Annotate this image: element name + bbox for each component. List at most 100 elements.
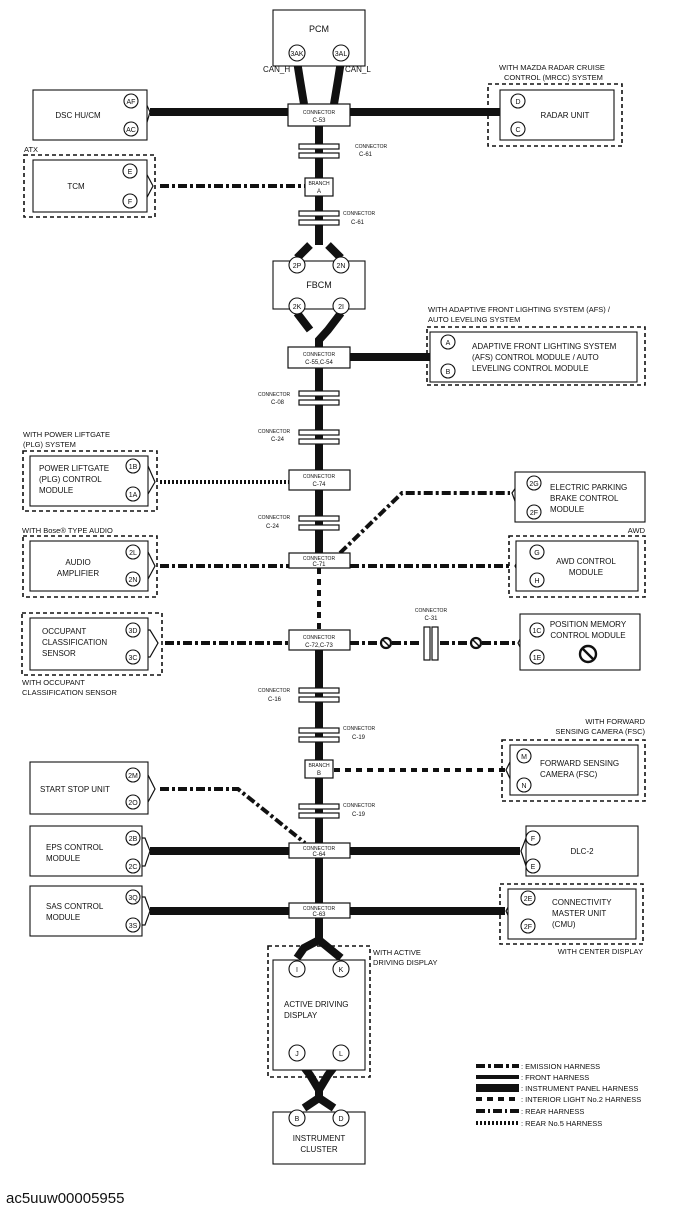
pin-ssu-2: 2O <box>125 794 141 810</box>
pin-tcm-2: F <box>122 193 138 209</box>
pin-sas-1: 3Q <box>125 889 141 905</box>
pin-pcm-2: 3AL <box>332 44 350 62</box>
wire-add-top-2 <box>316 936 344 962</box>
svg-text:J: J <box>295 1051 299 1058</box>
pin-pmem-1: 1C <box>529 622 545 638</box>
module-eps: EPS CONTROL MODULE <box>29 825 143 877</box>
svg-text:CLUSTER: CLUSTER <box>300 1145 338 1154</box>
pin-add-3: J <box>288 1044 306 1062</box>
wire-fbcm-top <box>294 242 344 261</box>
svg-text:SENSOR: SENSOR <box>42 649 76 658</box>
connector-c63: CONNECTOR C-63 <box>288 902 351 919</box>
svg-text:C-24: C-24 <box>266 524 280 530</box>
optional-afs-frame <box>426 326 646 386</box>
pin-fsc-2: N <box>516 777 532 793</box>
pin-afs-2: B <box>440 363 456 379</box>
legend-rear5: : REAR No.5 HARNESS <box>521 1119 602 1128</box>
svg-text:2M: 2M <box>128 773 138 780</box>
condition-ocs-line2: CLASSIFICATION SENSOR <box>22 688 117 697</box>
connector-c31: CONNECTOR C-31 <box>415 608 447 661</box>
svg-text:B: B <box>446 369 451 376</box>
pin-plg-1: 1B <box>125 458 141 474</box>
pin-cluster-1: B <box>288 1109 306 1127</box>
wire-cluster <box>301 1090 337 1112</box>
pin-awd-2: H <box>529 572 545 588</box>
svg-text:MODULE: MODULE <box>46 913 80 922</box>
condition-fsc-line2: SENSING CAMERA (FSC) <box>555 727 645 736</box>
svg-text:2O: 2O <box>128 800 138 807</box>
condition-fsc-line1: WITH FORWARD <box>585 717 645 726</box>
svg-text:OCCUPANT: OCCUPANT <box>42 627 86 636</box>
pins: 3AK 3AL AF AC D C E F 2P 2N 2K 2I A B 1B… <box>122 44 545 1127</box>
svg-text:ACTIVE DRIVING: ACTIVE DRIVING <box>284 1000 348 1009</box>
svg-text:SAS CONTROL: SAS CONTROL <box>46 902 104 911</box>
svg-text:CONNECTOR: CONNECTOR <box>343 211 376 217</box>
svg-text:RADAR UNIT: RADAR UNIT <box>541 111 590 120</box>
svg-text:C-19: C-19 <box>352 735 366 741</box>
module-dlc: DLC-2 <box>525 825 639 877</box>
pin-ocs-1: 3D <box>125 622 141 638</box>
pin-cmu-2: 2F <box>520 918 536 934</box>
svg-text:2N: 2N <box>129 577 138 584</box>
svg-text:AMPLIFIER: AMPLIFIER <box>57 569 99 578</box>
svg-text:(PLG) CONTROL: (PLG) CONTROL <box>39 475 102 484</box>
can-h-label: CAN_H <box>263 65 290 74</box>
optional-bose-frame <box>22 535 158 598</box>
pin-radar-1: D <box>510 93 526 109</box>
svg-text:2E: 2E <box>524 896 533 903</box>
connector-c55: CONNECTOR C-55,C-54 <box>287 346 351 369</box>
legend-interior: : INTERIOR LIGHT No.2 HARNESS <box>521 1095 641 1104</box>
connector-branch-b: BRANCH B <box>304 759 334 779</box>
svg-text:MODULE: MODULE <box>46 854 80 863</box>
svg-text:G: G <box>534 550 539 557</box>
module-cluster: INSTRUMENT CLUSTER <box>272 1111 366 1165</box>
svg-text:MASTER UNIT: MASTER UNIT <box>552 909 606 918</box>
svg-text:2B: 2B <box>129 836 138 843</box>
connector-c24a: CONNECTOR C-24 <box>258 429 340 445</box>
pin-dlc-2: E <box>525 858 541 874</box>
stub-eps <box>140 837 151 867</box>
svg-text:E: E <box>128 169 133 176</box>
svg-text:C: C <box>515 127 520 134</box>
svg-text:C-31: C-31 <box>424 616 438 622</box>
pin-fsc-1: M <box>516 748 532 764</box>
module-add: ACTIVE DRIVING DISPLAY <box>272 959 366 1071</box>
svg-text:1E: 1E <box>533 655 542 662</box>
svg-text:BRANCH: BRANCH <box>308 181 330 187</box>
pin-epb-2: 2F <box>526 504 542 520</box>
connector-c61b: CONNECTOR C-61 <box>298 210 376 226</box>
svg-text:A: A <box>317 189 321 195</box>
pin-add-2: K <box>332 960 350 978</box>
wire-ssu <box>160 787 307 845</box>
optional-atx-frame <box>23 154 156 218</box>
pin-dsc-2: AC <box>123 121 139 137</box>
wire-pcm-canh <box>293 60 308 105</box>
svg-text:3Q: 3Q <box>128 895 138 902</box>
svg-text:CONNECTOR: CONNECTOR <box>258 429 291 435</box>
svg-text:1C: 1C <box>533 628 542 635</box>
svg-text:C-64: C-64 <box>312 852 326 858</box>
svg-text:C-53: C-53 <box>312 118 326 124</box>
pin-awd-1: G <box>529 544 545 560</box>
wire-fbcm-bot <box>293 310 345 347</box>
pin-add-1: I <box>288 960 306 978</box>
svg-text:CONNECTOR: CONNECTOR <box>303 846 336 852</box>
svg-text:START STOP UNIT: START STOP UNIT <box>40 785 110 794</box>
svg-text:AUDIO: AUDIO <box>65 558 90 567</box>
svg-text:2N: 2N <box>337 263 346 270</box>
pin-pcm-1: 3AK <box>288 44 306 62</box>
connector-c61a: CONNECTOR C-61 <box>298 143 388 159</box>
svg-text:FBCM: FBCM <box>306 280 332 290</box>
svg-text:CONTROL MODULE: CONTROL MODULE <box>550 631 625 640</box>
module-fbcm: FBCM <box>272 260 366 310</box>
splice-icon-2 <box>469 636 483 650</box>
svg-text:ADAPTIVE FRONT LIGHTING SYSTEM: ADAPTIVE FRONT LIGHTING SYSTEM <box>472 342 617 351</box>
svg-text:CONNECTOR: CONNECTOR <box>303 556 336 562</box>
optional-add-frame <box>267 945 371 1078</box>
connector-c19b: CONNECTOR C-19 <box>298 803 376 819</box>
svg-text:PCM: PCM <box>309 24 329 34</box>
svg-text:C-63: C-63 <box>312 912 326 918</box>
svg-text:(AFS) CONTROL MODULE / AUTO: (AFS) CONTROL MODULE / AUTO <box>472 353 599 362</box>
svg-text:ELECTRIC PARKING: ELECTRIC PARKING <box>550 483 627 492</box>
legend-front: : FRONT HARNESS <box>521 1073 589 1082</box>
